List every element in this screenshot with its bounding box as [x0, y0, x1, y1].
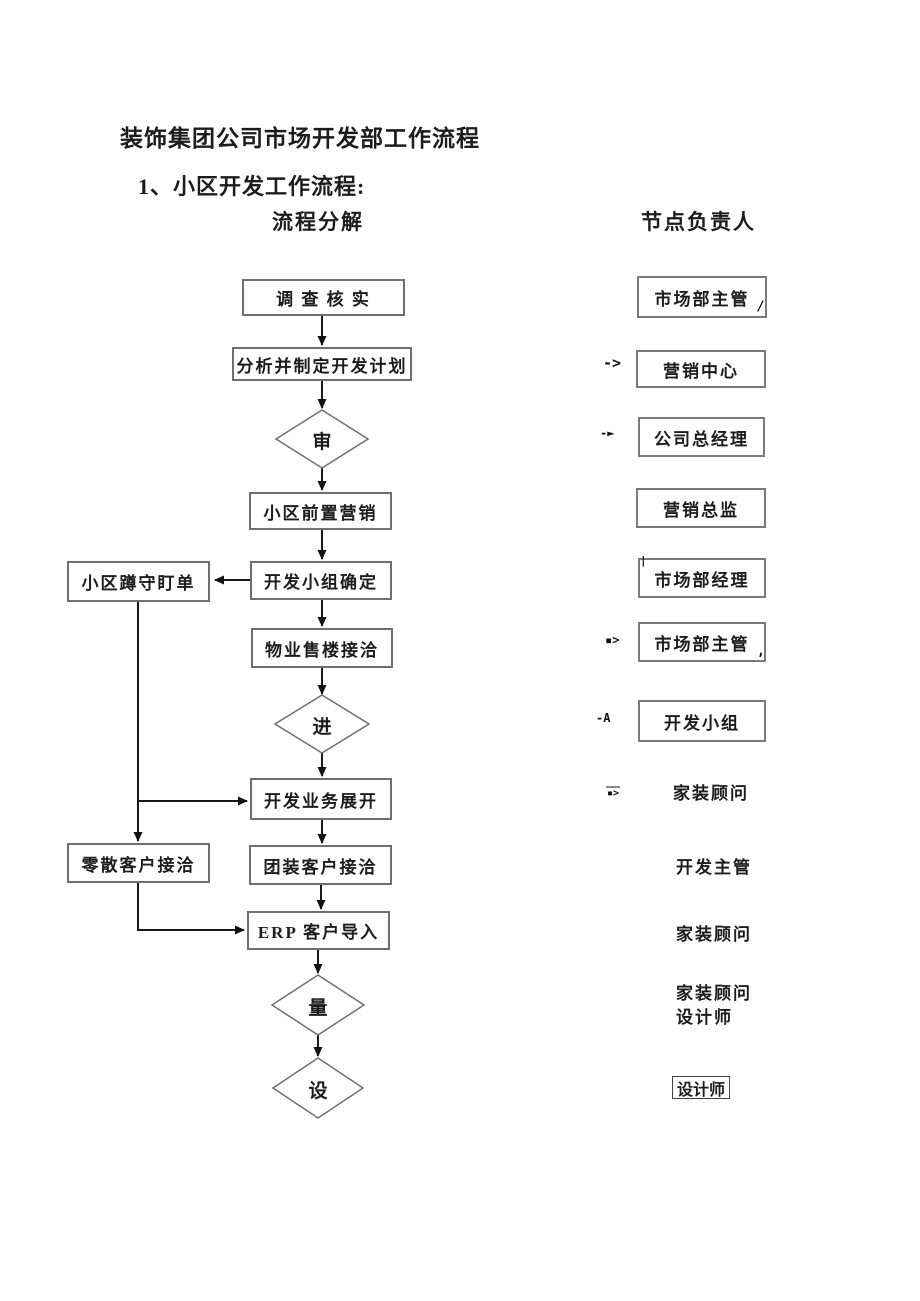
- flow-node-stakeout: 小区蹲守盯单: [67, 561, 210, 602]
- owner-text-consultant-3: 家装顾问: [676, 984, 752, 1003]
- stray-tick-mark: |: [640, 554, 647, 567]
- owner-text-consultant-2: 家装顾问: [676, 925, 752, 944]
- owner-box-market-supervisor-1: 市场部主管: [637, 276, 767, 318]
- flow-node-scattered-clients: 零散客户接洽: [67, 843, 210, 883]
- flow-node-team-confirm: 开发小组确定: [250, 561, 392, 600]
- document-title: 装饰集团公司市场开发部工作流程: [120, 126, 480, 151]
- decision-label-design: 设: [308, 1081, 328, 1102]
- decision-diamonds: [270, 409, 371, 1119]
- owner-text-designer-1: 设计师: [676, 1008, 733, 1027]
- decision-diamond-measure: [270, 974, 366, 1036]
- decision-diamond-enter: [273, 694, 371, 754]
- owner-box-dev-team: 开发小组: [638, 700, 766, 742]
- owner-box-market-manager: 市场部经理: [638, 558, 766, 598]
- flow-connectors: [133, 316, 327, 1057]
- flow-node-investigate: 调 查 核 实: [242, 279, 405, 316]
- owner-box-marketing-center: 营销中心: [636, 350, 766, 388]
- flow-node-group-clients: 团装客户接洽: [249, 845, 392, 885]
- owner-box-marketing-director: 营销总监: [636, 488, 766, 528]
- decision-label-review: 审: [312, 432, 332, 453]
- owner-box-designer-2: 设计师: [672, 1076, 730, 1099]
- owner-box-general-manager: 公司总经理: [638, 417, 765, 457]
- owner-text-consultant-1: 家装顾问: [673, 784, 749, 803]
- flow-node-plan: 分析并制定开发计划: [232, 347, 412, 381]
- decision-label-enter: 进: [312, 717, 332, 738]
- decision-diamond-review: [274, 409, 370, 469]
- stray-arrow-icon: ▪>: [605, 633, 620, 647]
- flow-node-pre-marketing: 小区前置营销: [249, 492, 392, 530]
- flow-node-erp-import: ERP 客户导入: [247, 911, 390, 950]
- owner-box-market-supervisor-2: 市场部主管: [638, 622, 766, 662]
- decision-label-measure: 量: [308, 998, 328, 1019]
- decision-diamond-design: [271, 1057, 365, 1119]
- stray-arrow-icon: -A: [596, 711, 611, 725]
- column-header-owner: 节点负责人: [641, 210, 756, 234]
- owner-text-consultant-designer: 家装顾问 设计师: [676, 982, 752, 1030]
- flow-node-business-expand: 开发业务展开: [250, 778, 392, 820]
- stray-arrow-icon: -►: [600, 426, 615, 440]
- stray-arrow-icon: ->: [603, 354, 622, 372]
- stray-arrow-icon: ▪>: [606, 786, 620, 799]
- flow-node-property-contact: 物业售楼接洽: [251, 628, 393, 668]
- section-heading: 1、小区开发工作流程:: [138, 174, 366, 199]
- column-header-process: 流程分解: [272, 210, 364, 234]
- stray-slash-mark: /: [757, 299, 765, 314]
- owner-text-dev-supervisor: 开发主管: [676, 858, 752, 877]
- stray-comma-mark: ,: [757, 644, 765, 659]
